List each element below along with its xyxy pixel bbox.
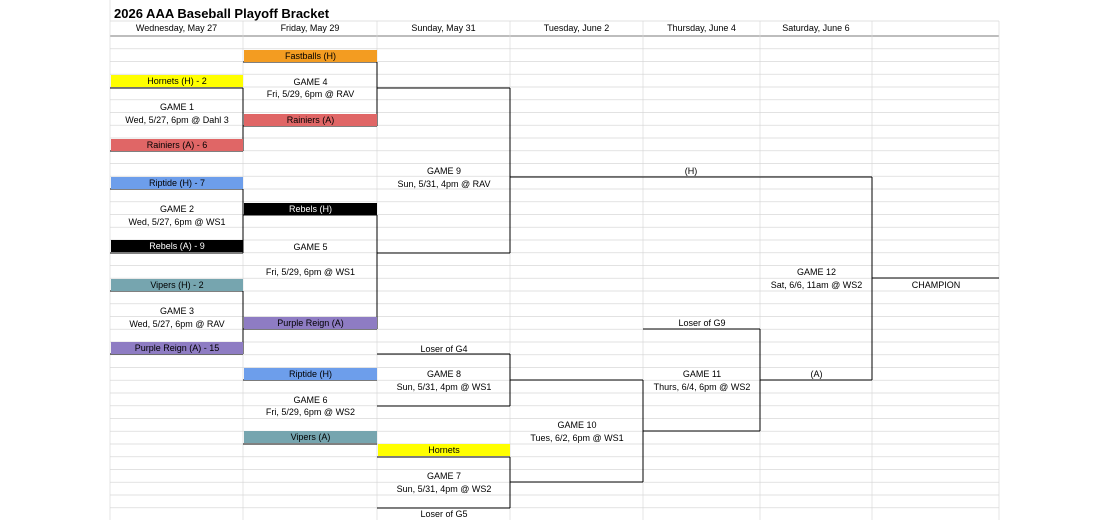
game2-title: GAME 2 — [159, 204, 194, 214]
team-cell-hornets: Hornets (H) - 2 — [111, 75, 243, 87]
team-cell-vipers-g6: Vipers (A) — [244, 431, 377, 443]
game11-top-label: Loser of G9 — [678, 318, 726, 328]
game6-info: Fri, 5/29, 6pm @ WS2 — [265, 407, 356, 417]
header-tuesday: Tuesday, June 2 — [543, 23, 610, 33]
game9-title: GAME 9 — [426, 166, 461, 176]
game8-info: Sun, 5/31, 4pm @ WS1 — [396, 382, 492, 392]
game11-title: GAME 11 — [682, 369, 722, 379]
game4-info: Fri, 5/29, 6pm @ RAV — [266, 89, 355, 99]
game8-top-label: Loser of G4 — [420, 344, 468, 354]
game5-info: Fri, 5/29, 6pm @ WS1 — [265, 267, 356, 277]
team-cell-riptide: Riptide (H) - 7 — [111, 177, 243, 189]
game12-home-label: (H) — [684, 166, 698, 176]
game12-title: GAME 12 — [796, 267, 836, 277]
header-friday: Friday, May 29 — [280, 23, 340, 33]
header-thursday: Thursday, June 4 — [667, 23, 736, 33]
game3-title: GAME 3 — [159, 306, 194, 316]
bracket-title: 2026 AAA Baseball Playoff Bracket — [114, 6, 330, 21]
game7-title: GAME 7 — [426, 471, 461, 481]
header-wednesday: Wednesday, May 27 — [135, 23, 218, 33]
team-cell-hornets-g7: Hornets — [378, 444, 510, 456]
champion-label: CHAMPION — [911, 280, 961, 290]
game3-info: Wed, 5/27, 6pm @ RAV — [129, 319, 225, 329]
header-sunday: Sunday, May 31 — [411, 23, 476, 33]
game2-info: Wed, 5/27, 6pm @ WS1 — [128, 217, 226, 227]
game4-title: GAME 4 — [293, 77, 328, 87]
team-cell-rainiers: Rainiers (A) - 6 — [111, 139, 243, 151]
game7-bottom-label: Loser of G5 — [420, 509, 468, 519]
game10-info: Tues, 6/2, 6pm @ WS1 — [530, 433, 624, 443]
game8-title: GAME 8 — [426, 369, 461, 379]
team-cell-rebels: Rebels (A) - 9 — [111, 240, 243, 252]
team-cell-rebels-g5: Rebels (H) — [244, 203, 377, 215]
game1-info: Wed, 5/27, 6pm @ Dahl 3 — [125, 115, 229, 125]
team-cell-purple-reign-g5: Purple Reign (A) — [244, 317, 377, 329]
team-cell-purple-reign: Purple Reign (A) - 15 — [111, 342, 243, 354]
game6-title: GAME 6 — [293, 395, 328, 405]
game1-title: GAME 1 — [159, 102, 194, 112]
team-cell-rainiers-g4: Rainiers (A) — [244, 114, 377, 126]
header-saturday: Saturday, June 6 — [782, 23, 850, 33]
game12-away-label: (A) — [810, 369, 823, 379]
game7-info: Sun, 5/31, 4pm @ WS2 — [396, 484, 492, 494]
game5-title: GAME 5 — [293, 242, 328, 252]
game11-info: Thurs, 6/4, 6pm @ WS2 — [653, 382, 751, 392]
game10-title: GAME 10 — [557, 420, 597, 430]
team-cell-vipers: Vipers (H) - 2 — [111, 279, 243, 291]
game12-info: Sat, 6/6, 11am @ WS2 — [770, 280, 863, 290]
game9-info: Sun, 5/31, 4pm @ RAV — [397, 179, 491, 189]
team-cell-riptide-g6: Riptide (H) — [244, 368, 377, 380]
team-cell-fastballs: Fastballs (H) — [244, 50, 377, 62]
